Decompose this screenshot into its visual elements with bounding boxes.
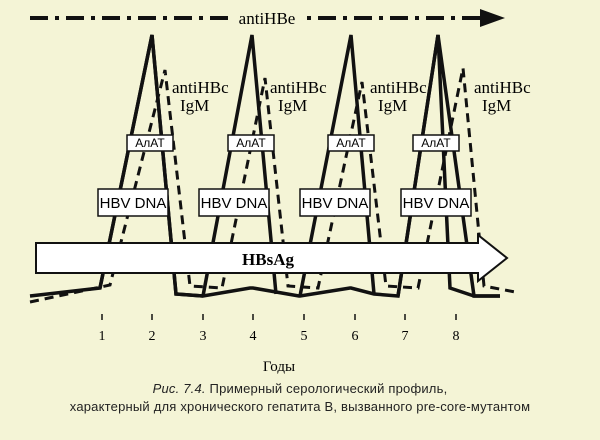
hbsag-arrow: HBsAg bbox=[35, 232, 509, 284]
x-axis: 1 2 3 4 5 6 7 8 Годы bbox=[99, 314, 460, 375]
alt-curve-peak-4 bbox=[396, 34, 500, 298]
x-tick-label: 1 bbox=[99, 329, 106, 344]
caption-line-2: характерный для хронического гепатита В,… bbox=[69, 399, 531, 414]
x-tick-label: 4 bbox=[250, 329, 257, 344]
x-tick-label: 3 bbox=[200, 329, 207, 344]
dna-box-1: HBV DNA bbox=[100, 195, 167, 212]
igm-label-4-line1: antiHBc bbox=[474, 78, 531, 97]
x-tick-label: 6 bbox=[352, 329, 359, 344]
alt-box-2: АлАТ bbox=[236, 136, 266, 150]
hbsag-label: HBsAg bbox=[242, 250, 294, 269]
igm-label-2-line1: antiHBc bbox=[270, 78, 327, 97]
x-tick-label: 8 bbox=[453, 329, 460, 344]
caption-prefix: Рис. 7.4. bbox=[152, 381, 206, 396]
x-tick-label: 7 bbox=[402, 329, 409, 344]
igm-label-2-line2: IgM bbox=[278, 96, 307, 115]
dna-box-4: HBV DNA bbox=[403, 195, 470, 212]
alt-box-4: АлАТ bbox=[421, 136, 451, 150]
igm-label-4-line2: IgM bbox=[482, 96, 511, 115]
x-axis-label: Годы bbox=[263, 359, 295, 375]
alt-box-1: АлАТ bbox=[135, 136, 165, 150]
dna-box-2: HBV DNA bbox=[201, 195, 268, 212]
antihbe-label: antiHBe bbox=[239, 9, 296, 28]
igm-label-3-line1: antiHBc bbox=[370, 78, 427, 97]
caption-line-1: Рис. 7.4. Примерный серологический профи… bbox=[0, 381, 600, 396]
dna-box-3: HBV DNA bbox=[302, 195, 369, 212]
igm-label-1-line2: IgM bbox=[180, 96, 209, 115]
x-tick-label: 5 bbox=[301, 329, 308, 344]
caption-line-1-rest: Примерный серологический профиль, bbox=[205, 381, 448, 396]
x-tick-label: 2 bbox=[149, 329, 156, 344]
alt-box-3: АлАТ bbox=[336, 136, 366, 150]
igm-curve bbox=[29, 67, 516, 304]
alt-curve-peak-1 bbox=[98, 34, 204, 298]
antihbe-arrow: antiHBe bbox=[30, 8, 505, 28]
igm-label-1-line1: antiHBc bbox=[172, 78, 229, 97]
igm-label-3-line2: IgM bbox=[378, 96, 407, 115]
